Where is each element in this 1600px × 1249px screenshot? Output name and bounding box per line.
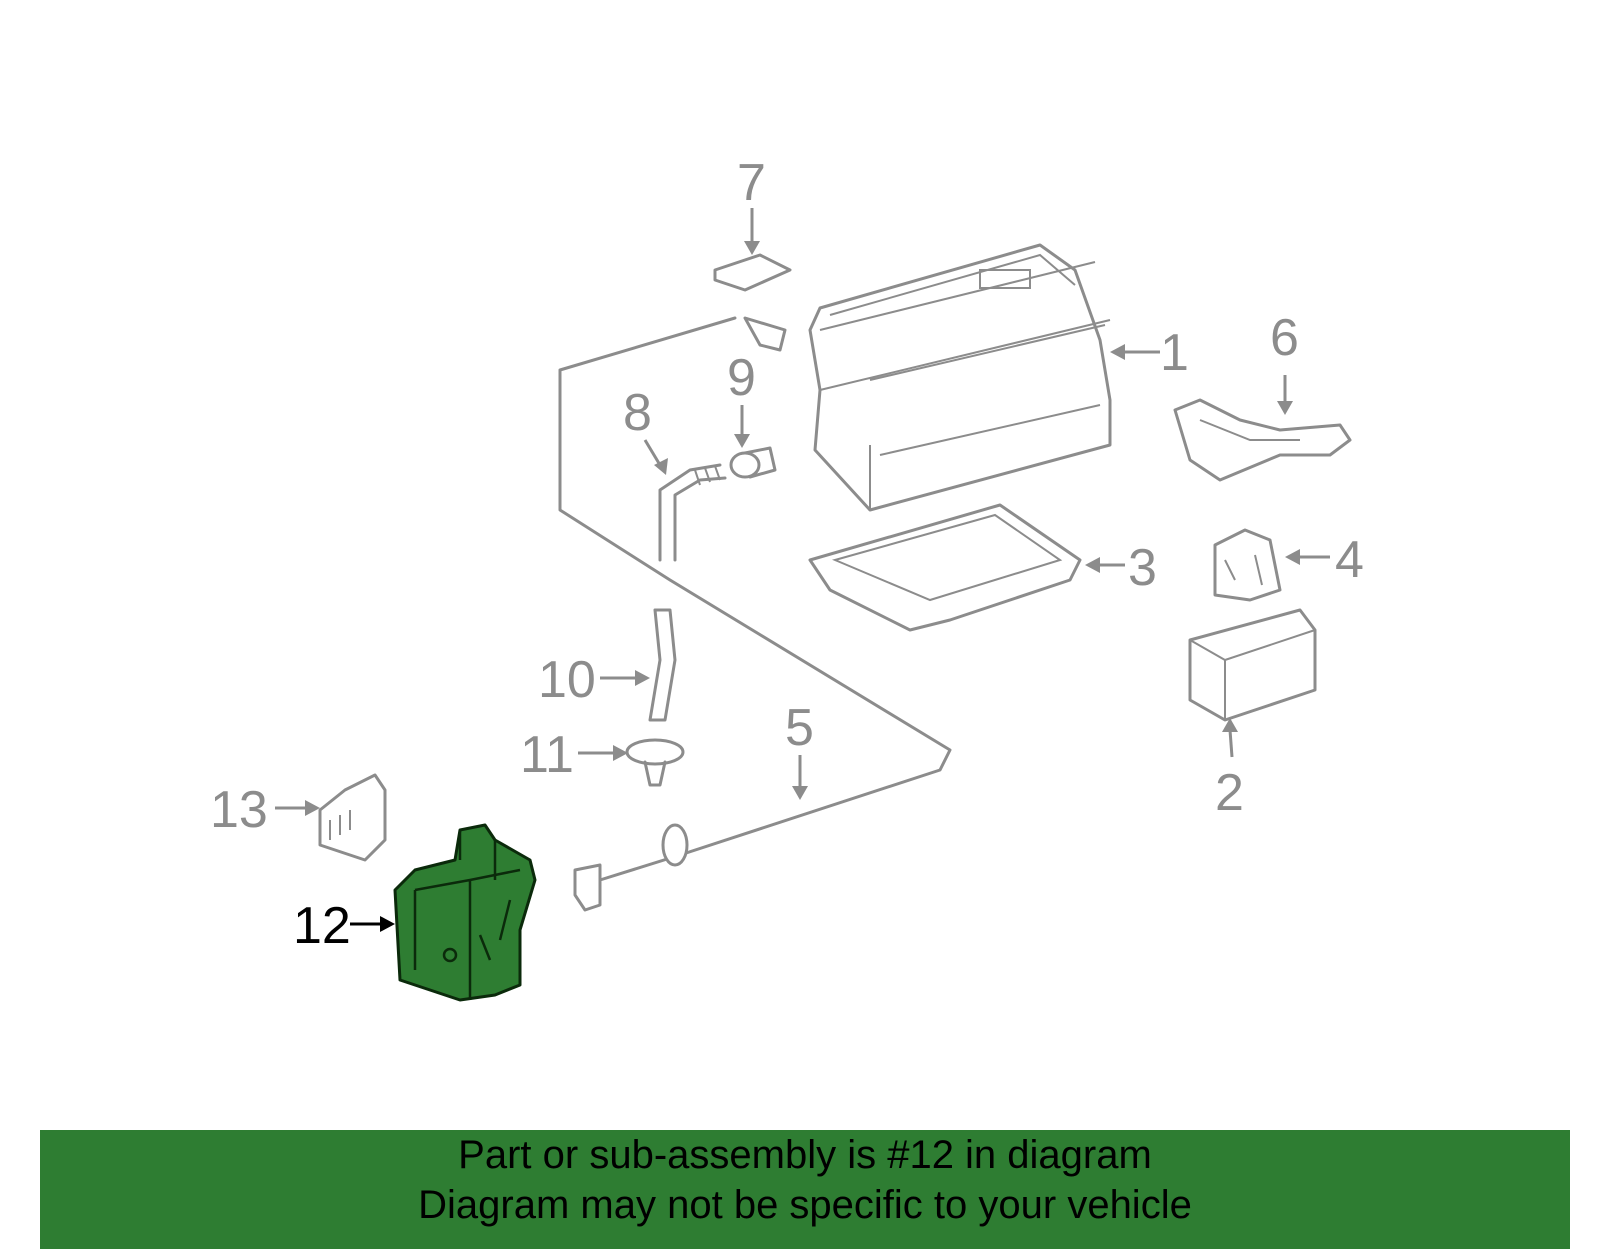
bracket-part-4[interactable]: [1213, 528, 1282, 602]
callout-11: 11: [520, 726, 574, 784]
callout-10: 10: [538, 651, 596, 709]
vent-hose-part-8[interactable]: [658, 463, 727, 562]
callout-1: 1: [1160, 324, 1189, 382]
hose-part-10[interactable]: [648, 608, 677, 722]
tray-part-3[interactable]: [808, 503, 1082, 632]
grommet-part-11[interactable]: [625, 738, 685, 787]
connector-part-13[interactable]: [318, 773, 387, 862]
callout-13: 13: [210, 781, 268, 839]
module-part-12[interactable]: [393, 823, 537, 1002]
callout-5: 5: [785, 699, 814, 757]
footer-banner: Part or sub-assembly is #12 in diagram D…: [40, 1130, 1570, 1249]
callout-3: 3: [1128, 539, 1157, 597]
leader-arrows: [275, 208, 1330, 932]
plug-part-9[interactable]: [729, 446, 777, 479]
battery-part-1[interactable]: [808, 243, 1112, 512]
callout-12: 12: [293, 897, 351, 955]
callout-2: 2: [1215, 764, 1244, 822]
cover-part-7[interactable]: [713, 253, 792, 292]
callout-9: 9: [727, 349, 756, 407]
box-part-2[interactable]: [1188, 608, 1317, 722]
callout-6: 6: [1270, 309, 1299, 367]
callout-7: 7: [737, 154, 766, 212]
callout-8: 8: [623, 384, 652, 442]
cable-part-5[interactable]: [558, 316, 952, 912]
footer-line-1: Part or sub-assembly is #12 in diagram: [458, 1133, 1152, 1177]
footer-line-2: Diagram may not be specific to your vehi…: [418, 1183, 1192, 1227]
callout-4: 4: [1335, 531, 1364, 589]
hose-part-6[interactable]: [1173, 398, 1352, 482]
